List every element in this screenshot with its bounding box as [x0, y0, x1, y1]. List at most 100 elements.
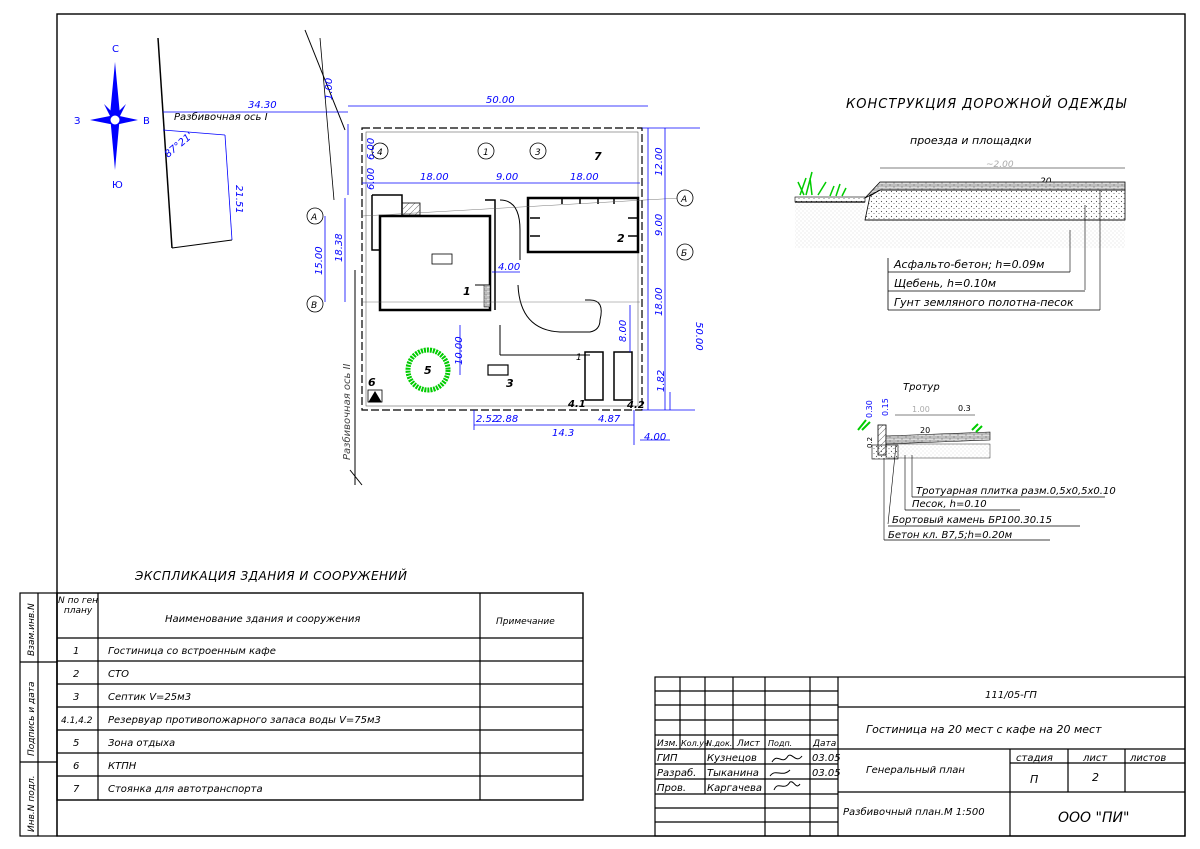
sw-0-2: 0.2 — [866, 437, 874, 448]
road-layer-1: Асфальто-бетон; h=0.09м — [893, 258, 1044, 271]
road-section: КОНСТРУКЦИЯ ДОРОЖНОЙ ОДЕЖДЫ проезда и пл… — [794, 96, 1127, 311]
grid-V: В — [311, 301, 317, 311]
compass-north: С — [112, 44, 119, 55]
title-block: Изм. Кол.уч N.док. Лист Подп. Дата ГИП К… — [654, 676, 1186, 837]
dim-1-82: 1.82 — [656, 370, 667, 392]
num-1-reservoir: 1 — [576, 353, 582, 363]
dim-21-51: 21.51 — [233, 185, 244, 214]
dim-1-00: 1.00 — [324, 78, 335, 100]
dim-18-00a: 18.00 — [420, 172, 449, 183]
dim-9-00b: 9.00 — [654, 214, 665, 236]
signature-1 — [771, 754, 803, 763]
explication-table: ЭКСПЛИКАЦИЯ ЗДАНИЯ И СООРУЖЕНИЙ N по ген… — [56, 568, 584, 801]
sw-0-30: 0.30 — [865, 400, 874, 418]
grid-bubbles — [306, 142, 694, 313]
sw-0-15: 0.15 — [881, 398, 890, 416]
axis1-label: Разбивочная ось I — [174, 111, 268, 123]
sw-0-3: 0.3 — [958, 404, 971, 413]
tb-sheet-name: Генеральный план — [866, 765, 965, 776]
row-7-num: 7 — [73, 784, 80, 795]
row-2-name: СТО — [108, 669, 129, 680]
compass-west: З — [74, 116, 80, 127]
dim-50-00-top: 50.00 — [486, 95, 515, 106]
compass-rose: С Ю З В — [74, 44, 150, 191]
row-3-num: 3 — [73, 692, 79, 703]
tb-role-prov: Пров. — [657, 783, 686, 794]
side-stamp: Взам.инв.N Подпись и дата Инв.N подл. — [19, 592, 58, 837]
recreation-zone-circle — [405, 347, 451, 393]
dim-15-00: 15.00 — [314, 246, 325, 275]
sw-layer-2: Песок, h=0.10 — [912, 499, 987, 510]
tb-header-list: Лист — [736, 739, 761, 749]
num-4-1: 4.1 — [567, 399, 586, 410]
num-4-2: 4.2 — [626, 400, 645, 411]
dim-14-3: 14.3 — [552, 428, 574, 439]
tb-name-kargacheva: Каргачева — [707, 783, 762, 794]
tb-company: ООО "ПИ" — [1058, 810, 1129, 826]
dim-50-00-right: 50.00 — [693, 322, 704, 351]
header-name: Наименование здания и сооружения — [165, 614, 360, 625]
road-title: КОНСТРУКЦИЯ ДОРОЖНОЙ ОДЕЖДЫ — [846, 96, 1127, 112]
row-2-num: 2 — [73, 669, 79, 680]
road-subtitle: проезда и площадки — [910, 134, 1031, 147]
stamp-inv: Инв.N подл. — [27, 775, 37, 832]
sw-slope: 20 — [920, 426, 930, 435]
num-6: 6 — [368, 376, 376, 389]
signature-2 — [769, 769, 791, 777]
dim-9-00a: 9.00 — [496, 172, 518, 183]
tb-sheets-header: листов — [1129, 753, 1166, 764]
stamp-vzam: Взам.инв.N — [27, 603, 37, 656]
header-num: N по ген плану — [58, 596, 98, 616]
dim-18-38: 18.38 — [334, 233, 345, 262]
dim-4-00b: 4.00 — [644, 432, 666, 443]
dimension-lines — [162, 105, 700, 445]
tb-header-izm: Изм. — [657, 739, 678, 749]
grid-A-right: А — [680, 195, 687, 205]
road-layer-2: Щебень, h=0.10м — [894, 277, 996, 290]
row-4-num: 4.1,4.2 — [61, 716, 93, 726]
dim-2-52: 2.52 — [476, 414, 498, 425]
sheet-frame — [56, 13, 1186, 837]
dim-18-00c: 18.00 — [654, 287, 665, 316]
dim-2-88: 2.88 — [496, 414, 518, 425]
tb-role-gip: ГИП — [657, 753, 678, 764]
grid-4: 4 — [377, 148, 383, 158]
road-width: ~2.00 — [986, 160, 1014, 170]
row-5-name: Зона отдыха — [108, 738, 175, 749]
row-5-num: 5 — [73, 738, 79, 749]
tb-header-podp: Подп. — [768, 739, 792, 748]
sidewalk-section: Тротур 0.30 0.15 1.00 0.3 20 0.2 Тротуар… — [857, 382, 1116, 541]
tb-header-koluch: Кол.уч — [681, 739, 709, 748]
row-1-name: Гостиница со встроенным кафе — [108, 646, 276, 657]
tb-stage: П — [1030, 773, 1038, 786]
num-7: 7 — [594, 150, 602, 163]
dim-18-00b: 18.00 — [570, 172, 599, 183]
num-3: 3 — [506, 377, 514, 390]
row-7-name: Стоянка для автотранспорта — [108, 784, 263, 795]
row-3-name: Септик V=25м3 — [108, 692, 191, 703]
sw-layer-1: Тротуарная плитка разм.0,5х0,5х0.10 — [916, 486, 1116, 497]
dim-4-00a: 4.00 — [498, 262, 520, 273]
tb-stage-header: стадия — [1016, 753, 1053, 764]
grid-A: А — [310, 213, 317, 223]
dim-6-00a: 6.00 — [366, 138, 377, 160]
compass-south: Ю — [112, 180, 123, 191]
tb-name-kuznetsov: Кузнецов — [707, 753, 757, 764]
sw-1-00: 1.00 — [912, 405, 930, 414]
explication-title: ЭКСПЛИКАЦИЯ ЗДАНИЯ И СООРУЖЕНИЙ — [134, 568, 408, 583]
dim-34-30: 34.30 — [248, 100, 277, 111]
grid-1: 1 — [483, 148, 489, 158]
angle-label: 87°21' — [163, 131, 196, 161]
row-6-num: 6 — [73, 761, 79, 772]
tb-plan-name: Разбивочный план.М 1:500 — [843, 806, 985, 818]
tb-header-ndok: N.док. — [706, 739, 732, 748]
num-5: 5 — [424, 364, 432, 377]
tb-code: 111/05-ГП — [985, 690, 1037, 701]
num-2: 2 — [617, 232, 625, 245]
tb-project: Гостиница на 20 мест с кафе на 20 мест — [866, 723, 1102, 736]
dim-4-87: 4.87 — [598, 414, 621, 425]
axis2-label: Разбивочная ось II — [341, 363, 353, 460]
row-6-name: КТПН — [108, 761, 137, 772]
row-1-num: 1 — [73, 646, 79, 657]
tb-sheet: 2 — [1092, 771, 1099, 784]
